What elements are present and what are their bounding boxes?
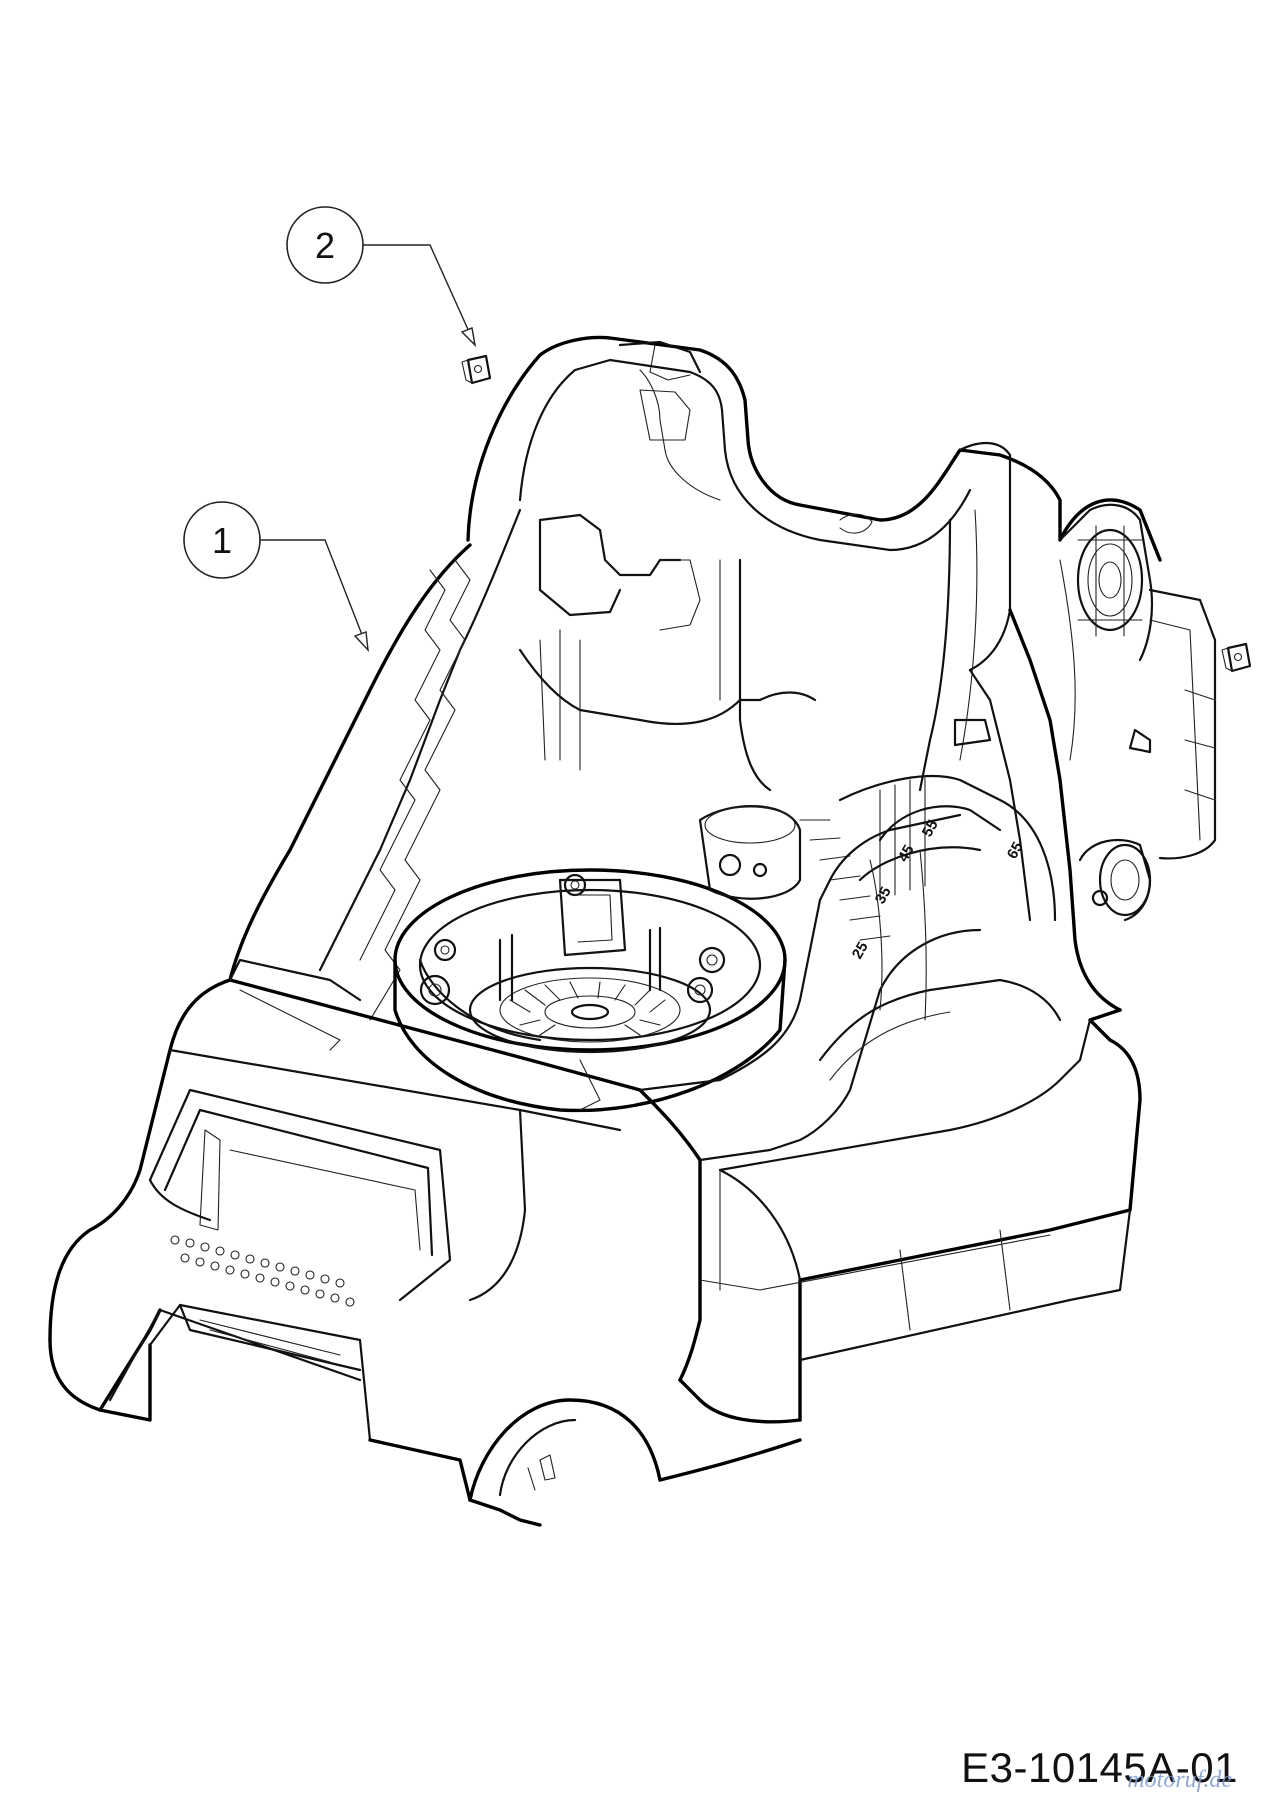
callout-1[interactable]: 1 bbox=[183, 501, 369, 653]
square-nut-right[interactable] bbox=[1221, 642, 1252, 673]
callout-2-label: 2 bbox=[315, 225, 335, 266]
mower-deck-housing[interactable]: 25 35 45 55 65 bbox=[48, 335, 1217, 1527]
square-nut-upper[interactable] bbox=[461, 354, 492, 385]
callout-1-label: 1 bbox=[212, 520, 232, 561]
scale-label-65: 65 bbox=[1004, 839, 1027, 862]
scale-label-25: 25 bbox=[849, 939, 872, 962]
watermark: motoruf.de bbox=[1127, 1767, 1232, 1793]
scale-label-45: 45 bbox=[895, 842, 918, 865]
height-scale: 25 35 45 55 65 bbox=[849, 817, 1027, 962]
drawing-number: E3-10145A-01 bbox=[961, 1744, 1238, 1791]
callout-2[interactable]: 2 bbox=[286, 206, 477, 348]
front-vent-holes bbox=[170, 1235, 355, 1307]
